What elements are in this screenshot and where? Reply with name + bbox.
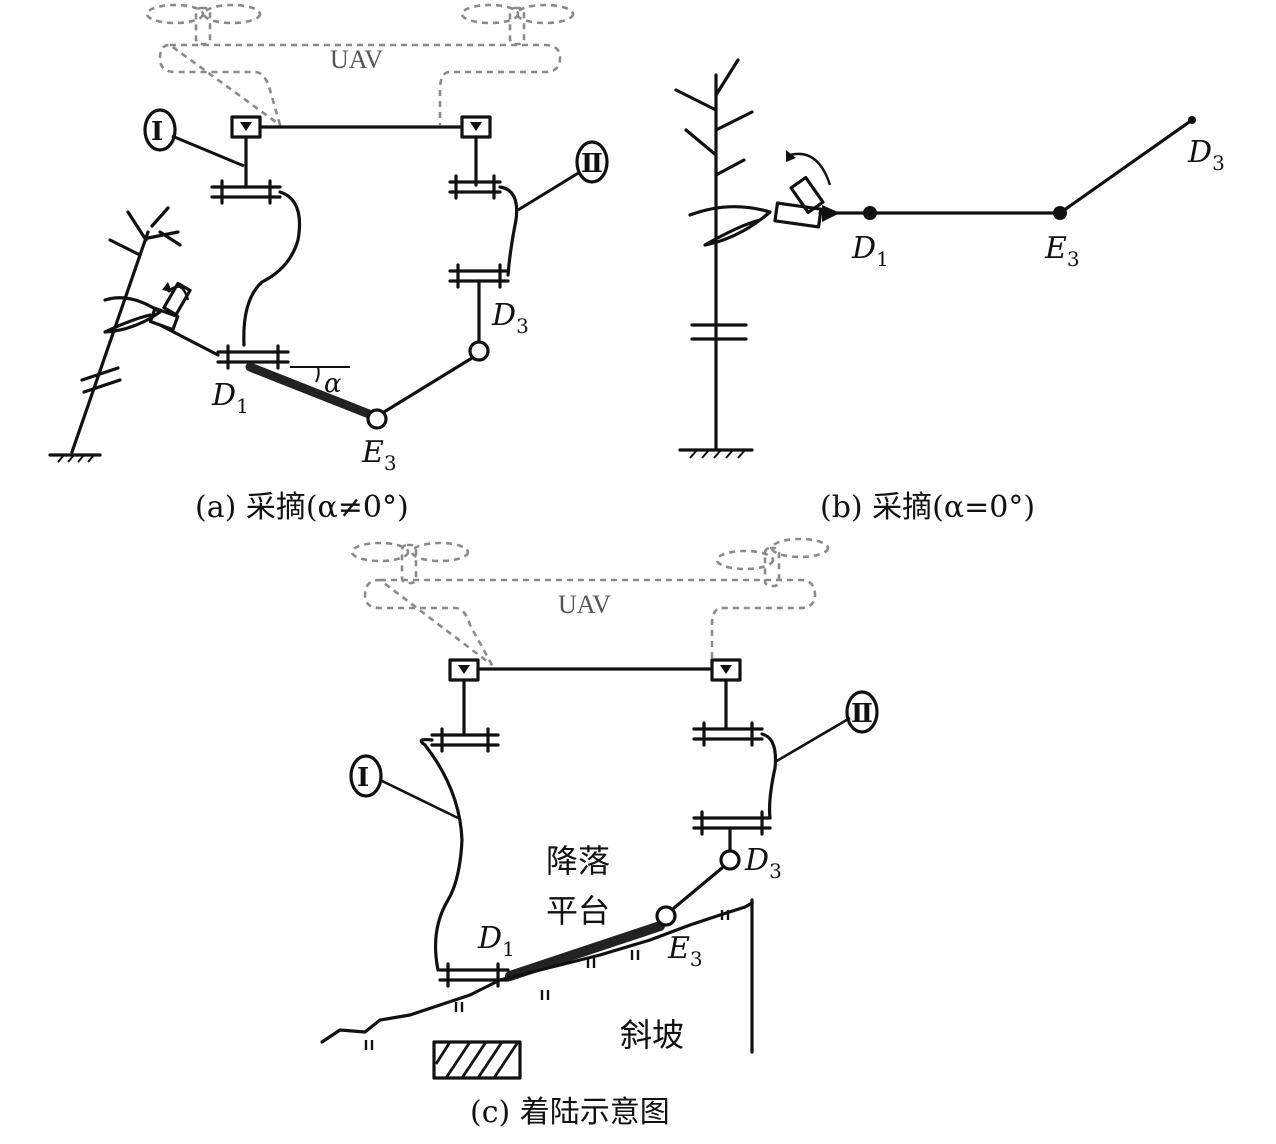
joint-d1-label-a: D1 <box>211 378 249 418</box>
joint-d3-label-a: D3 <box>491 298 529 338</box>
landing-platform-label-line1: 降落 <box>546 842 610 880</box>
uav-label-c: UAV <box>558 590 611 619</box>
uav-body-c: UAV <box>350 537 830 667</box>
landing-platform-label-line2: 平台 <box>546 892 610 930</box>
joint-d3-label-b: D3 <box>1187 135 1225 175</box>
arm-two-label-a: Ⅱ <box>581 149 603 179</box>
joint-e3-label-c: E3 <box>667 931 703 971</box>
joint-d3-label-c: D3 <box>744 843 782 883</box>
caption-b: (b) 采摘(α=0°) <box>820 490 1035 525</box>
arm-one-label-a: Ⅰ <box>151 117 163 147</box>
panel-c: UAV Ⅰ Ⅱ <box>320 537 879 1130</box>
arm-one-label-c: Ⅰ <box>357 763 369 793</box>
uav-body-a: UAV <box>145 3 575 129</box>
joint-d1-label-c: D1 <box>477 921 515 961</box>
arm-two-label-c: Ⅱ <box>851 699 873 729</box>
joint-e3-label-a: E3 <box>361 435 397 475</box>
panel-b: D1 E3 D3 (b) 采摘(α=0°) <box>674 58 1225 525</box>
slope-label: 斜坡 <box>620 1016 684 1054</box>
joint-d1-label-b: D1 <box>851 231 889 271</box>
joint-e3-label-b: E3 <box>1044 231 1080 271</box>
panel-a: UAV Ⅰ Ⅱ <box>48 3 609 525</box>
angle-alpha-label: α <box>324 369 342 399</box>
uav-label-a: UAV <box>330 45 383 74</box>
caption-c: (c) 着陆示意图 <box>470 1095 670 1130</box>
caption-a: (a) 采摘(α≠0°) <box>195 490 409 525</box>
